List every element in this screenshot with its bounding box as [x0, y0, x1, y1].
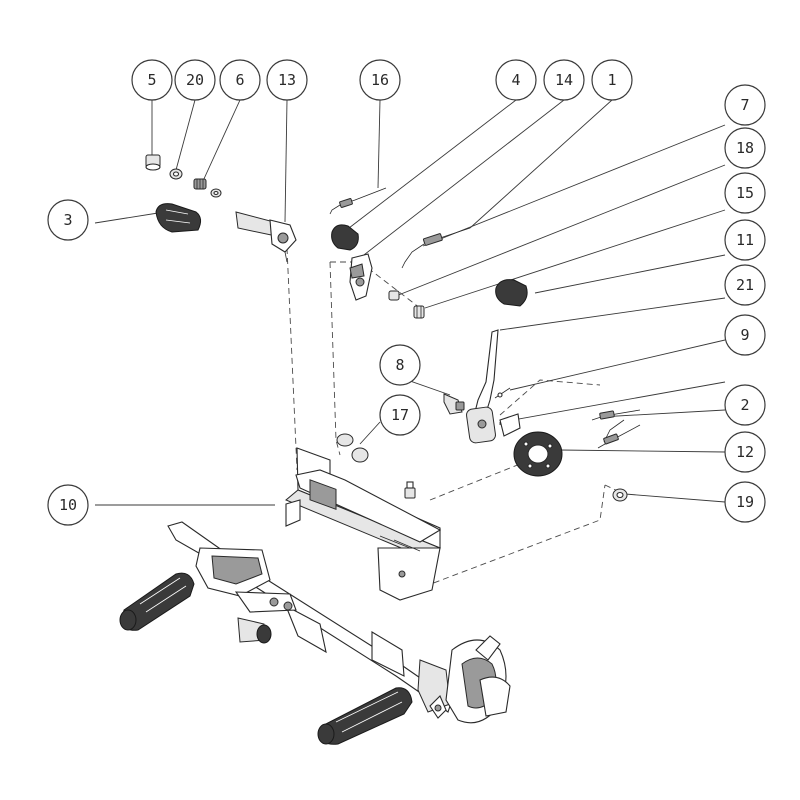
callout-label: 7 [740, 96, 749, 114]
callout-label: 10 [59, 496, 77, 514]
part-lock-nut [612, 488, 628, 502]
callout-label: 4 [511, 71, 520, 89]
callout-10[interactable]: 10 [47, 484, 89, 526]
callout-label: 5 [147, 71, 156, 89]
part-spring [193, 178, 207, 190]
callout-label: 12 [736, 443, 754, 461]
callout-label: 2 [740, 396, 749, 414]
callout-label: 8 [395, 356, 404, 374]
callout-label: 17 [391, 406, 409, 424]
callout-label: 9 [740, 326, 749, 344]
callout-14[interactable]: 14 [543, 59, 585, 101]
part-bolt [145, 154, 161, 171]
callout-label: 15 [736, 184, 754, 202]
callout-label: 6 [235, 71, 244, 89]
callout-1[interactable]: 1 [591, 59, 633, 101]
callout-label: 14 [555, 71, 573, 89]
callout-21[interactable]: 21 [724, 264, 766, 306]
part-shift-lever [466, 329, 499, 444]
part-cable [591, 409, 641, 449]
callout-label: 19 [736, 493, 754, 511]
leader-lines [94, 99, 726, 506]
part-pin [494, 387, 511, 399]
callout-label: 1 [607, 71, 616, 89]
callout-13[interactable]: 13 [266, 59, 308, 101]
part-bracket-bolt [404, 481, 416, 499]
callout-3[interactable]: 3 [47, 199, 89, 241]
callout-8[interactable]: 8 [379, 344, 421, 386]
callout-label: 16 [371, 71, 389, 89]
callout-9[interactable]: 9 [724, 314, 766, 356]
part-switch-cover [331, 224, 359, 251]
part-shift-knob [495, 279, 528, 307]
callout-label: 11 [736, 231, 754, 249]
callout-label: 21 [736, 276, 754, 294]
part-grip-knob [155, 203, 202, 233]
callout-12[interactable]: 12 [724, 431, 766, 473]
callout-label: 20 [186, 71, 204, 89]
part-mount-bracket [285, 447, 442, 601]
part-throttle-housing [235, 211, 297, 263]
part-washer [169, 168, 183, 180]
part-small-washer [210, 188, 222, 198]
callout-4[interactable]: 4 [495, 59, 537, 101]
callout-18[interactable]: 18 [724, 127, 766, 169]
assembly-lines [286, 247, 621, 591]
part-bushing [388, 290, 400, 301]
callout-11[interactable]: 11 [724, 219, 766, 261]
part-pivot-bolt [443, 393, 465, 415]
part-gear-plate [513, 431, 563, 477]
part-handlebar-assembly [119, 521, 511, 745]
callout-label: 3 [63, 211, 72, 229]
callout-6[interactable]: 6 [219, 59, 261, 101]
part-nut [336, 433, 369, 463]
callout-2[interactable]: 2 [724, 384, 766, 426]
callout-20[interactable]: 20 [174, 59, 216, 101]
callout-19[interactable]: 19 [724, 481, 766, 523]
callout-17[interactable]: 17 [379, 394, 421, 436]
callout-label: 13 [278, 71, 296, 89]
callout-16[interactable]: 16 [359, 59, 401, 101]
part-brake-cable [401, 227, 471, 269]
parts [119, 154, 641, 745]
part-screw [413, 305, 425, 319]
callout-7[interactable]: 7 [724, 84, 766, 126]
callouts: 5 20 6 13 16 4 14 1 [47, 59, 766, 526]
callout-label: 18 [736, 139, 754, 157]
callout-5[interactable]: 5 [131, 59, 173, 101]
callout-15[interactable]: 15 [724, 172, 766, 214]
part-throttle-cable [329, 187, 387, 215]
part-clip [499, 413, 521, 437]
part-lever-bracket [349, 253, 373, 301]
